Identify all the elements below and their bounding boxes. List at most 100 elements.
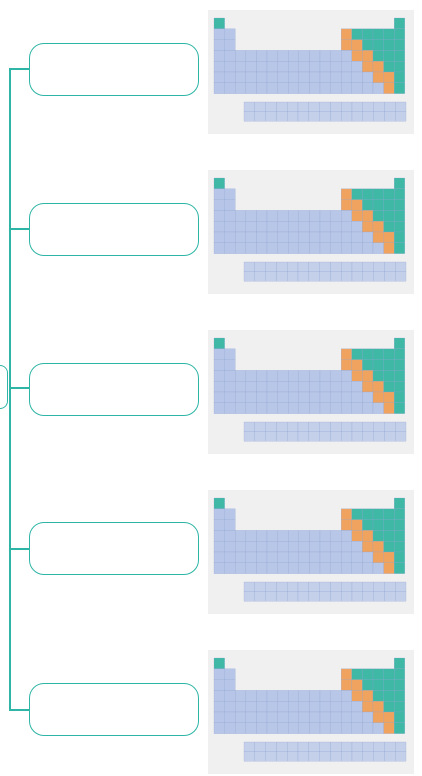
periodic-table-cell — [362, 391, 374, 403]
periodic-table-cell — [372, 519, 384, 531]
branch-node-1[interactable] — [29, 43, 199, 96]
lanthanide-actinide-cell — [276, 751, 288, 762]
lanthanide-actinide-cell — [287, 111, 299, 122]
periodic-table-cell — [372, 541, 384, 553]
periodic-table-cell — [362, 402, 374, 414]
lanthanide-actinide-cell — [395, 751, 407, 762]
periodic-table-cell — [341, 221, 352, 233]
periodic-table-cell — [362, 199, 374, 211]
periodic-table-cell — [224, 348, 236, 360]
periodic-table-cell — [341, 71, 352, 83]
periodic-table-cell — [330, 402, 342, 414]
periodic-table-cell — [277, 391, 289, 403]
periodic-table-cell — [245, 71, 257, 83]
connector-line-1 — [9, 68, 31, 70]
periodic-table-cell — [319, 210, 331, 222]
lanthanide-actinide-cell — [373, 591, 385, 602]
periodic-table-cell — [330, 210, 342, 222]
branch-node-5[interactable] — [29, 683, 199, 736]
periodic-table-cell — [245, 530, 257, 542]
periodic-table-cell — [298, 71, 310, 83]
periodic-table-cell — [351, 199, 363, 211]
branch-node-4[interactable] — [29, 522, 199, 575]
lanthanide-actinide-cell — [362, 751, 374, 762]
periodic-table-cell — [309, 370, 321, 382]
periodic-table-cell — [319, 562, 331, 574]
lanthanide-actinide-cell — [373, 421, 385, 432]
lanthanide-actinide-cell — [341, 261, 353, 272]
periodic-table-cell — [245, 391, 257, 403]
periodic-table-cell — [235, 562, 246, 574]
periodic-table-thumbnail-1 — [208, 10, 414, 134]
periodic-table-cell — [330, 391, 342, 403]
branch-node-3[interactable] — [29, 363, 199, 416]
periodic-table-cell — [277, 701, 289, 713]
periodic-table-image — [208, 330, 414, 454]
periodic-table-cell — [277, 551, 289, 563]
periodic-table-cell — [256, 221, 268, 233]
periodic-table-cell — [341, 562, 352, 574]
periodic-table-cell — [288, 391, 299, 403]
periodic-table-cell — [372, 391, 384, 403]
periodic-table-cell — [235, 551, 246, 563]
lanthanide-actinide-cell — [362, 591, 374, 602]
periodic-table-cell — [330, 530, 342, 542]
periodic-table-cell — [372, 71, 384, 83]
periodic-table-cell — [383, 370, 395, 382]
periodic-table-cell — [298, 551, 310, 563]
lanthanide-actinide-cell — [297, 111, 309, 122]
periodic-table-cell — [362, 701, 374, 713]
lanthanide-actinide-cell — [243, 111, 255, 122]
lanthanide-actinide-cell — [243, 261, 255, 272]
periodic-table-cell — [277, 381, 289, 393]
lanthanide-actinide-cell — [351, 111, 363, 122]
periodic-table-cell — [394, 221, 405, 233]
lanthanide-actinide-cell — [384, 271, 396, 282]
root-handle[interactable] — [0, 365, 8, 409]
periodic-table-cell — [288, 541, 299, 553]
periodic-table-cell — [235, 50, 246, 62]
lanthanide-actinide-cell — [308, 111, 320, 122]
periodic-table-cell — [372, 679, 384, 691]
periodic-table-cell — [351, 359, 363, 371]
lanthanide-actinide-cell — [287, 591, 299, 602]
periodic-table-cell — [277, 231, 289, 243]
periodic-table-cell — [341, 690, 352, 702]
periodic-table-cell — [330, 61, 342, 73]
periodic-table-cell — [245, 50, 257, 62]
lanthanide-actinide-cell — [243, 741, 255, 752]
periodic-table-cell — [235, 530, 246, 542]
connector-line-4 — [9, 548, 31, 550]
periodic-table-cell — [362, 508, 374, 520]
lanthanide-actinide-cell — [395, 431, 407, 442]
periodic-table-cell — [394, 71, 405, 83]
periodic-table-cell — [383, 530, 395, 542]
lanthanide-actinide-cell — [254, 581, 266, 592]
periodic-table-cell — [319, 711, 331, 723]
periodic-table-cell — [383, 391, 395, 403]
periodic-table-cell — [372, 701, 384, 713]
periodic-table-cell — [298, 722, 310, 734]
periodic-table-cell — [288, 50, 299, 62]
periodic-table-cell — [319, 391, 331, 403]
lanthanide-actinide-cell — [308, 101, 320, 112]
branch-node-2[interactable] — [29, 203, 199, 256]
periodic-table-cell — [351, 221, 363, 233]
periodic-table-cell — [383, 61, 395, 73]
periodic-table-cell — [394, 722, 405, 734]
periodic-table-cell — [341, 359, 352, 371]
periodic-table-cell — [309, 71, 321, 83]
periodic-table-cell — [351, 551, 363, 563]
periodic-table-cell — [309, 690, 321, 702]
periodic-table-cell — [362, 711, 374, 723]
periodic-table-cell — [383, 508, 395, 520]
periodic-table-cell — [277, 370, 289, 382]
periodic-table-cell — [309, 221, 321, 233]
periodic-table-cell — [309, 551, 321, 563]
periodic-table-cell — [213, 359, 225, 371]
lanthanide-actinide-cell — [373, 271, 385, 282]
lanthanide-actinide-cell — [319, 751, 331, 762]
periodic-table-cell — [235, 221, 246, 233]
periodic-table-cell — [277, 71, 289, 83]
periodic-table-cell — [213, 497, 225, 509]
